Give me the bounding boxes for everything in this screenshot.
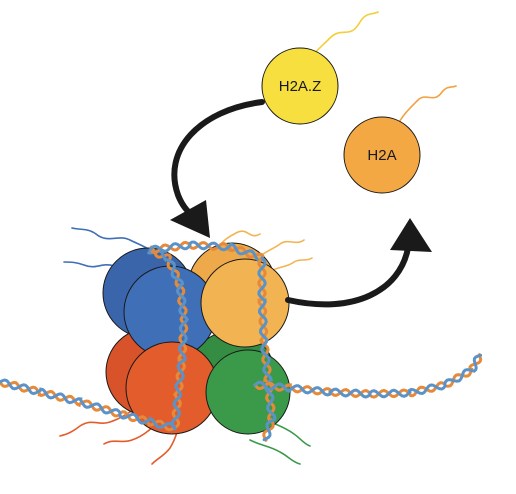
dna-right-arm-strand-b	[253, 353, 483, 399]
tail-green-1	[249, 439, 301, 465]
dna-right-arm-strand-a	[253, 353, 483, 399]
histone-h2a: H2A	[343, 116, 421, 194]
tail-blue-1	[71, 227, 161, 259]
dna-wrap-1-strand-b	[147, 249, 190, 430]
dna-double-helix	[0, 240, 483, 442]
histone-green	[205, 349, 291, 435]
arrow-incorporation-head	[170, 200, 210, 238]
histone-orange	[200, 258, 290, 348]
histone-h2az: H2A.Z	[261, 47, 339, 125]
tail-orange-3	[269, 257, 313, 273]
dna-left-arm-strand-b	[0, 378, 177, 431]
arrow-eviction-head	[390, 218, 432, 252]
h2az-circle	[261, 47, 339, 125]
dna-wrap-top-strand-b	[148, 240, 263, 262]
arrow-eviction	[285, 245, 411, 308]
dna-wrap-2-strand-b	[257, 256, 277, 442]
exchange-arrows	[170, 99, 432, 308]
h2az-label: H2A.Z	[279, 78, 322, 95]
tail-h2a	[394, 85, 457, 131]
h2a-label: H2A	[367, 147, 396, 164]
arrow-incorporation	[171, 99, 265, 221]
h2a-circle	[343, 116, 421, 194]
octamer-front	[123, 258, 291, 435]
